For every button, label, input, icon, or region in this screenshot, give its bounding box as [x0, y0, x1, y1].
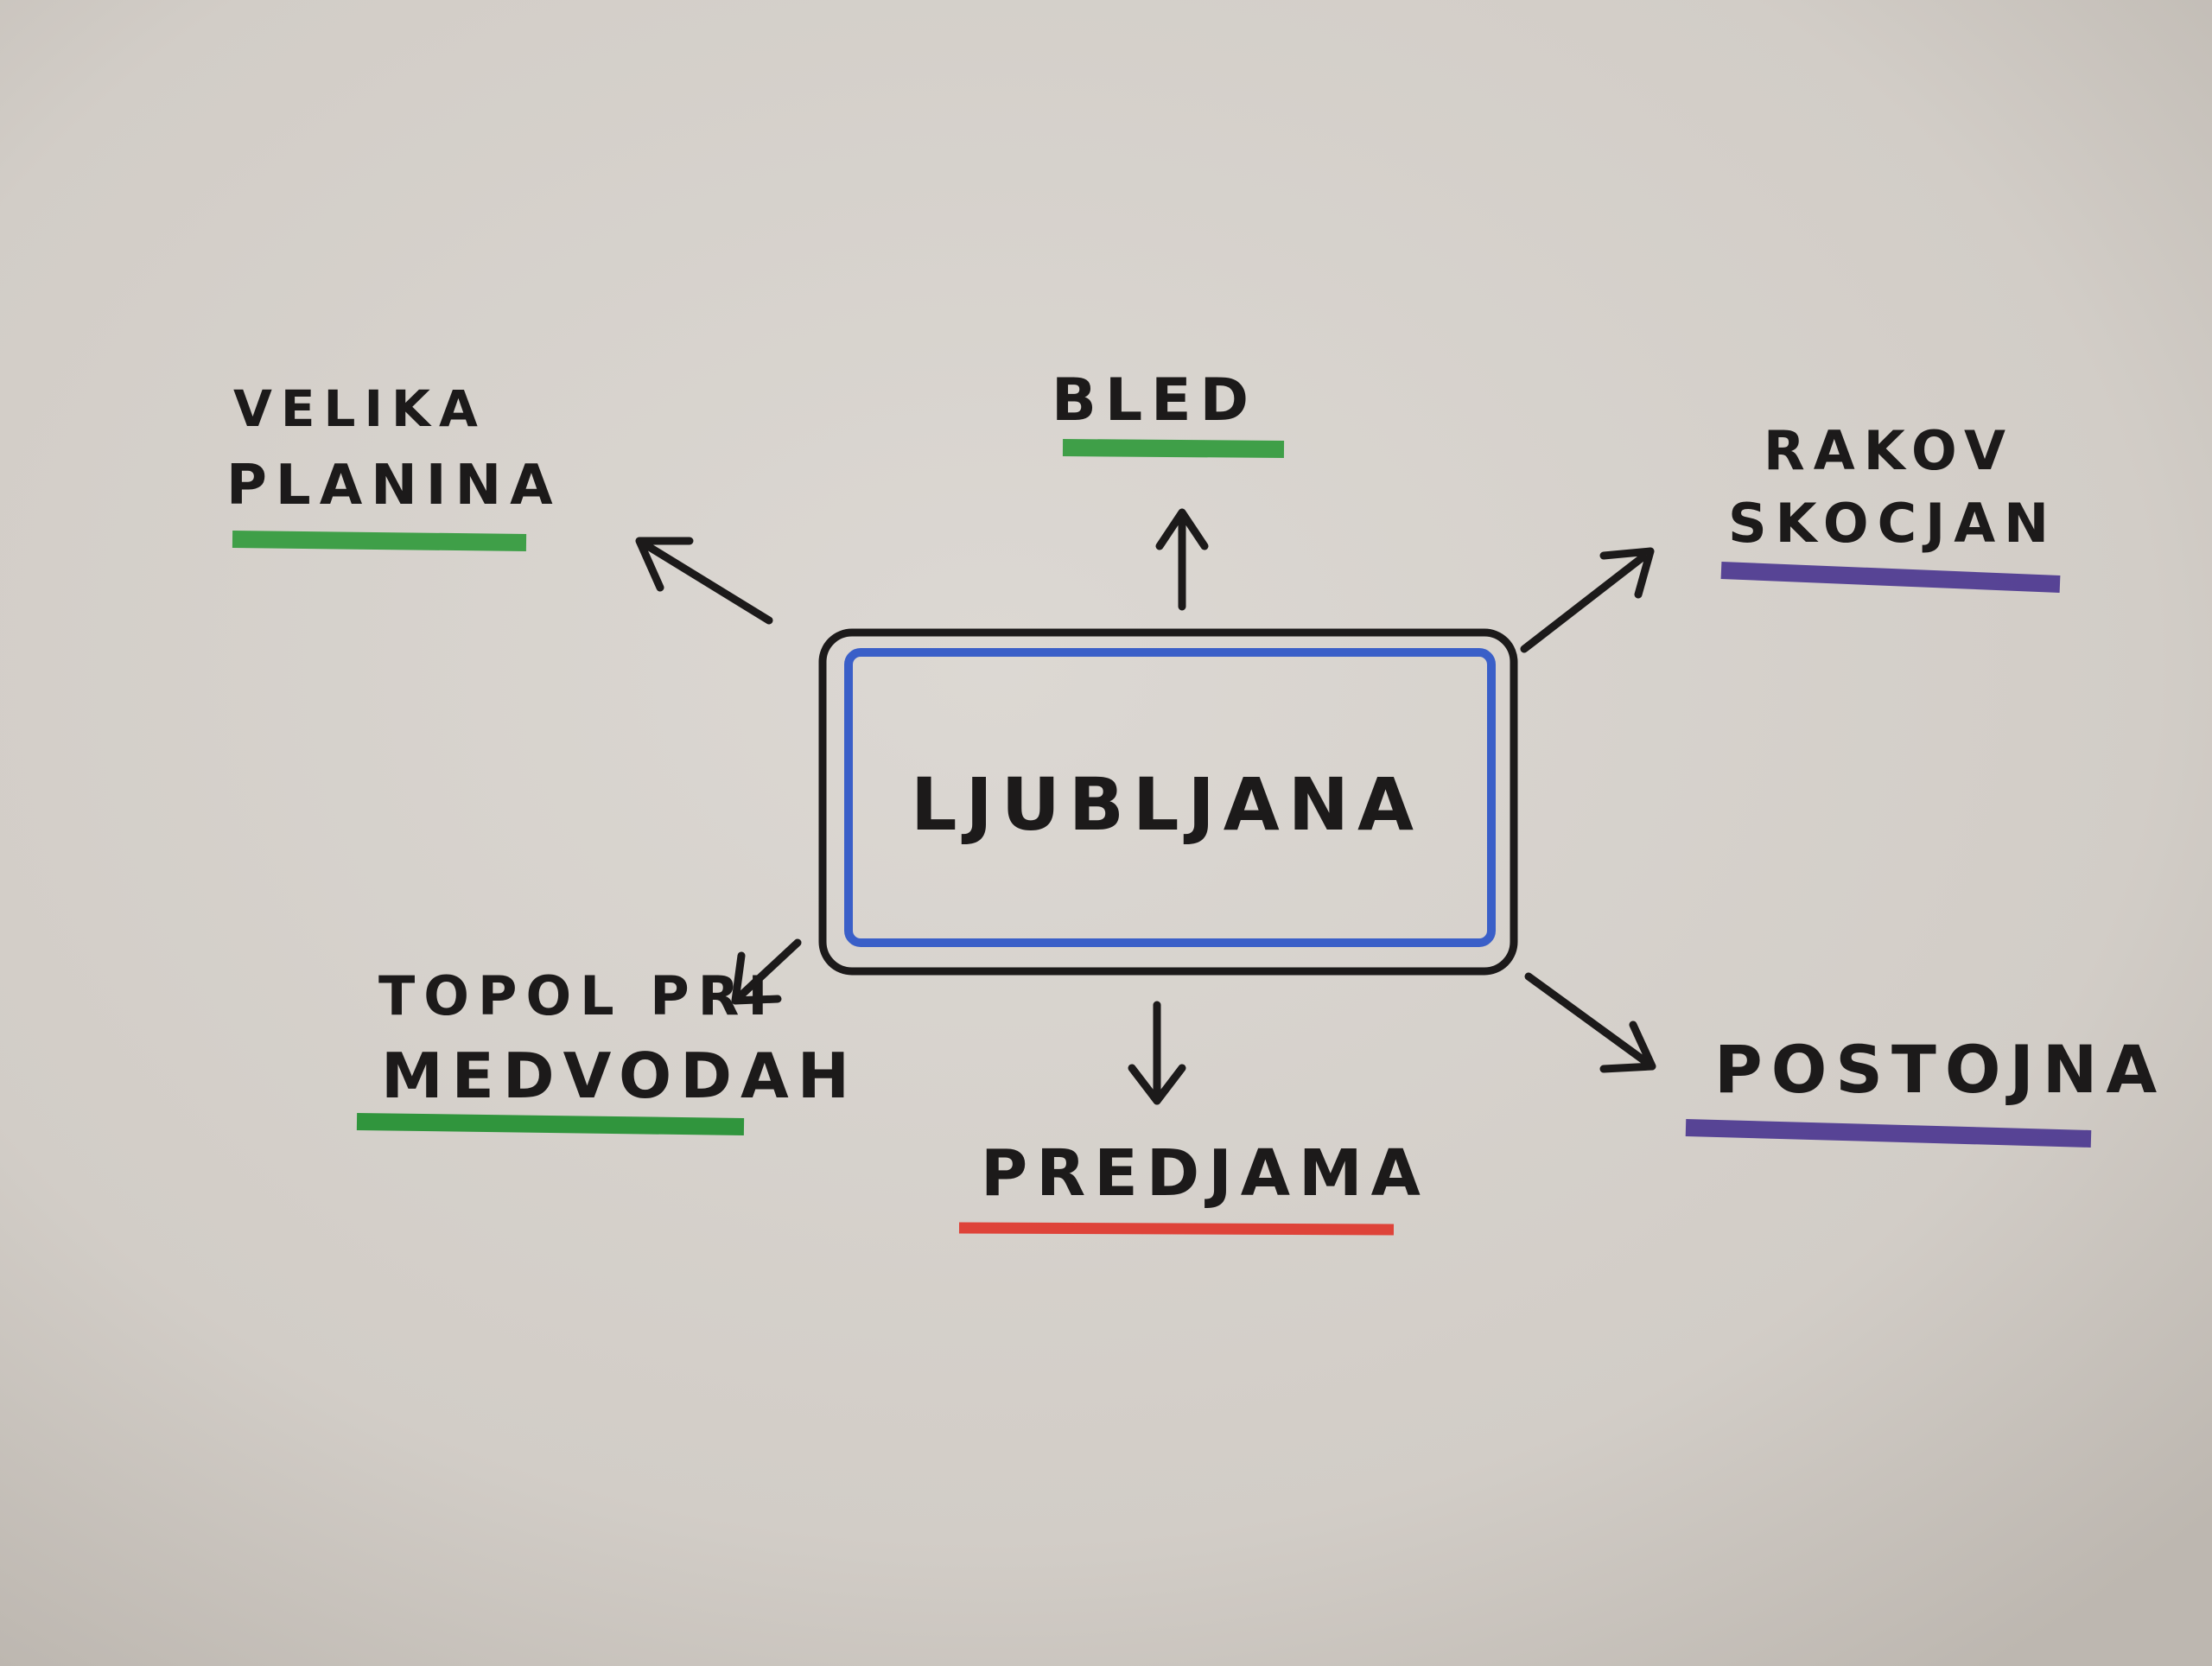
node-underline: [1685, 1119, 2092, 1148]
node-label-line: MEDVODAH: [381, 1040, 858, 1112]
node-label-line: PREDJAMA: [981, 1136, 1429, 1211]
center-inner-border: [844, 648, 1496, 947]
node-underline: [232, 531, 527, 551]
node-label-line: TOPOL PRI: [378, 964, 777, 1027]
arrow-to-topol-pri-medvodah: [731, 938, 802, 1005]
node-topol-pri-medvodah: TOPOL PRI MEDVODAH: [356, 964, 858, 1135]
center-outer-border: [818, 628, 1518, 976]
node-velika-planina: VELIKA PLANINA: [226, 379, 562, 551]
arrow-to-predjama: [1128, 1001, 1186, 1105]
node-label-line: VELIKA: [233, 379, 486, 438]
node-label-line: SKOCJAN: [1728, 492, 2057, 555]
center-node: LJUBLJANA: [818, 628, 1518, 976]
arrow-to-bled: [1155, 508, 1209, 611]
node-predjama: PREDJAMA: [958, 1136, 1429, 1236]
node-underline: [1062, 439, 1285, 458]
arrow-to-postojna: [1524, 972, 1656, 1073]
node-underline: [356, 1113, 745, 1135]
node-rakov-skocjan: RAKOV SKOCJAN: [1720, 419, 2061, 593]
arrow-to-velika-planina: [635, 537, 773, 625]
node-postojna: POSTOJNA: [1685, 1031, 2165, 1148]
center-label: LJUBLJANA: [911, 762, 1422, 847]
node-underline: [1720, 562, 2061, 593]
node-label-line: RAKOV: [1764, 419, 2014, 482]
node-underline: [958, 1222, 1395, 1236]
node-label-line: PLANINA: [226, 454, 562, 518]
node-label-line: BLED: [1052, 366, 1257, 435]
node-label-line: POSTOJNA: [1714, 1031, 2165, 1108]
node-bled: BLED: [1052, 366, 1285, 458]
arrow-to-rakov-skocjan: [1520, 547, 1655, 653]
